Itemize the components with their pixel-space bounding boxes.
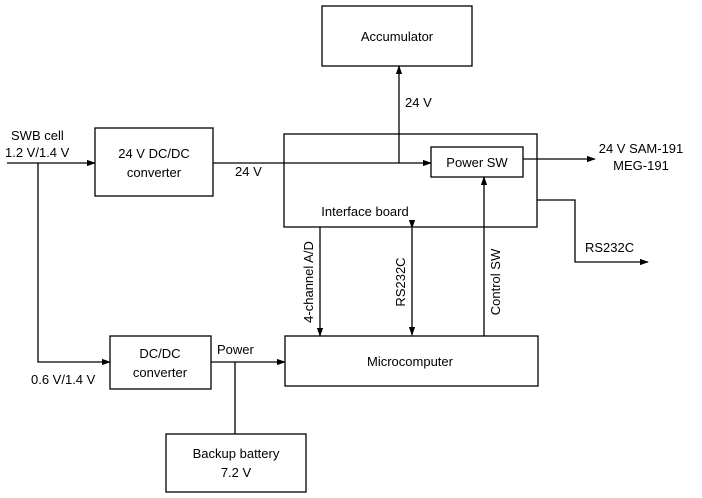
interface-board-label: Interface board — [321, 204, 408, 219]
accumulator-block: Accumulator — [321, 5, 473, 67]
dcdc-24v-label-line2: converter — [127, 165, 182, 180]
dcdc-24v-converter-block: 24 V DC/DC converter — [94, 127, 214, 197]
output-label-line1: 24 V SAM-191 — [599, 141, 684, 156]
power-label: Power — [217, 342, 255, 357]
dcdc-converter-block: DC/DC converter — [109, 335, 212, 390]
v24-accumulator-label: 24 V — [405, 95, 432, 110]
dcdc-label-line1: DC/DC — [139, 346, 180, 361]
rs232c-link-label: RS232C — [393, 257, 408, 306]
swb-branch-to-dcdc — [37, 163, 111, 366]
v24-interface-label: 24 V — [235, 164, 262, 179]
rs232c-out-label: RS232C — [585, 240, 634, 255]
dcdc-24v-label-line1: 24 V DC/DC — [118, 146, 190, 161]
backup-battery-label-line2: 7.2 V — [221, 465, 252, 480]
swb-cell-label-line1: SWB cell — [11, 128, 64, 143]
output-label-line2: MEG-191 — [613, 158, 669, 173]
rs232c-output-arrow — [537, 199, 649, 266]
power-sw-label: Power SW — [446, 155, 508, 170]
microcomputer-block: Microcomputer — [284, 335, 539, 387]
dcdc-label-line2: converter — [133, 365, 188, 380]
ad-channel-label: 4-channel A/D — [301, 241, 316, 323]
swb-cell-label-line2: 1.2 V/1.4 V — [5, 145, 70, 160]
v-low-label: 0.6 V/1.4 V — [31, 372, 96, 387]
backup-battery-label-line1: Backup battery — [193, 446, 280, 461]
control-sw-label: Control SW — [488, 248, 503, 315]
microcomputer-label: Microcomputer — [367, 354, 454, 369]
accumulator-label: Accumulator — [361, 29, 434, 44]
power-sw-block: Power SW — [430, 146, 524, 178]
backup-battery-block: Backup battery 7.2 V — [165, 433, 307, 493]
